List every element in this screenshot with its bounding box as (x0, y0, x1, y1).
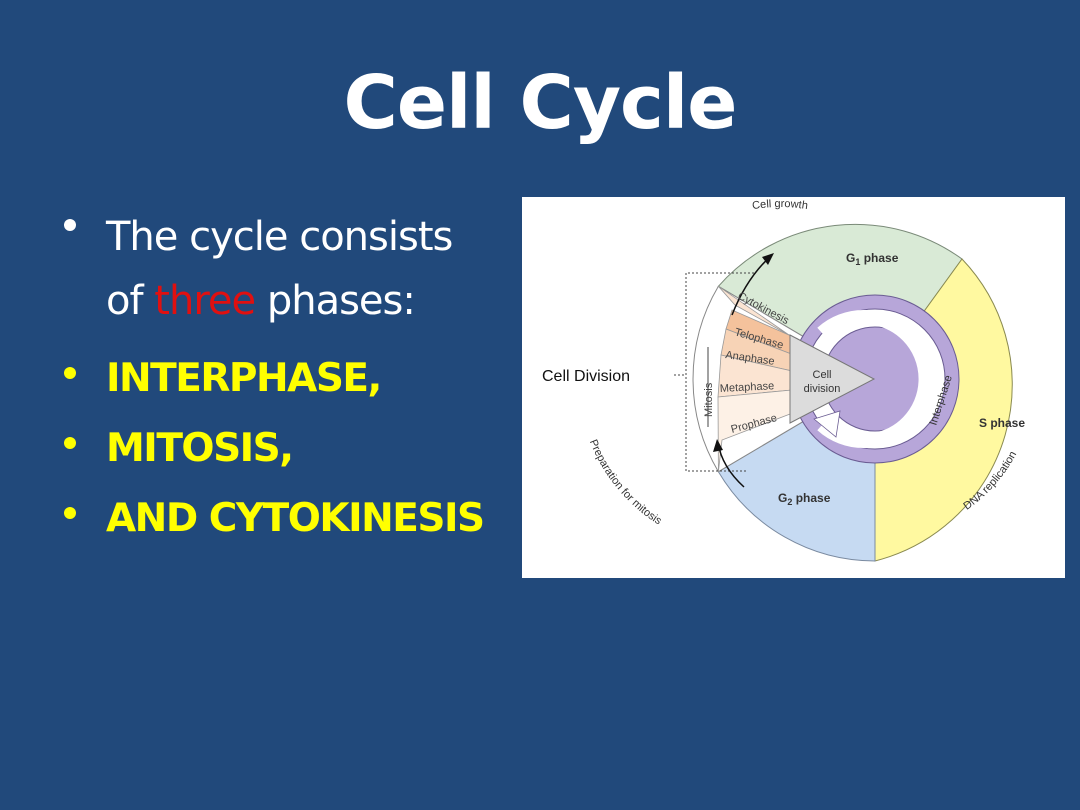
intro-word-of: of (106, 278, 144, 324)
bullet-interphase: INTERPHASE, (60, 355, 520, 403)
bullet-dot-icon (64, 507, 76, 519)
svg-text:Preparation for mitosis: Preparation for mitosis (587, 438, 664, 528)
mitosis-label: Mitosis (703, 382, 715, 417)
cytokinesis-band (718, 285, 790, 336)
metaphase-label: Metaphase (720, 380, 775, 395)
cell-division-center-label-1: Cell (813, 369, 832, 381)
bullet-dot-icon (64, 437, 76, 449)
cell-cycle-svg: Cell growth Preparation for mitosis DNA … (542, 198, 1025, 562)
bullet-interphase-text: INTERPHASE, (106, 356, 382, 401)
bullet-intro-text: The cycle consists of three phases: (106, 205, 520, 333)
cell-division-label: Cell Division (542, 368, 630, 385)
bullet-list: The cycle consists of three phases: INTE… (60, 205, 520, 565)
intro-line-1: The cycle consists (106, 214, 453, 260)
bullet-cytokinesis: AND CYTOKINESIS (60, 495, 520, 543)
preparation-label: Preparation for mitosis (587, 438, 664, 528)
bullet-cytokinesis-text: AND CYTOKINESIS (106, 496, 485, 541)
cell-growth-label: Cell growth (751, 198, 808, 212)
cell-cycle-diagram: Cell growth Preparation for mitosis DNA … (522, 197, 1065, 578)
svg-text:Cell growth: Cell growth (751, 198, 808, 212)
cell-division-center-label-2: division (804, 383, 841, 395)
cell-division-wedge (789, 334, 876, 424)
g2-phase-label: G2 phase (778, 491, 831, 507)
bullet-mitosis: MITOSIS, (60, 425, 520, 473)
cell-division-bracket (685, 272, 754, 472)
slide-title: Cell Cycle (343, 60, 738, 146)
bullet-intro: The cycle consists of three phases: (60, 205, 520, 333)
prophase-band (717, 389, 799, 472)
cycle-arrowhead-icon (813, 410, 841, 438)
g1-entry-arrowhead-icon (762, 253, 774, 265)
bullet-mitosis-text: MITOSIS, (106, 426, 294, 471)
g1-phase-label: G1 phase (846, 251, 899, 267)
bullet-dot-icon (64, 219, 76, 231)
intro-highlight-three: three (154, 278, 256, 324)
intro-word-phases: phases: (266, 278, 416, 324)
cycle-arrow-icon (817, 310, 933, 448)
bullet-dot-icon (64, 367, 76, 379)
mitosis-entry-arrowhead-icon (713, 439, 723, 452)
s-phase-label: S phase (979, 416, 1025, 430)
